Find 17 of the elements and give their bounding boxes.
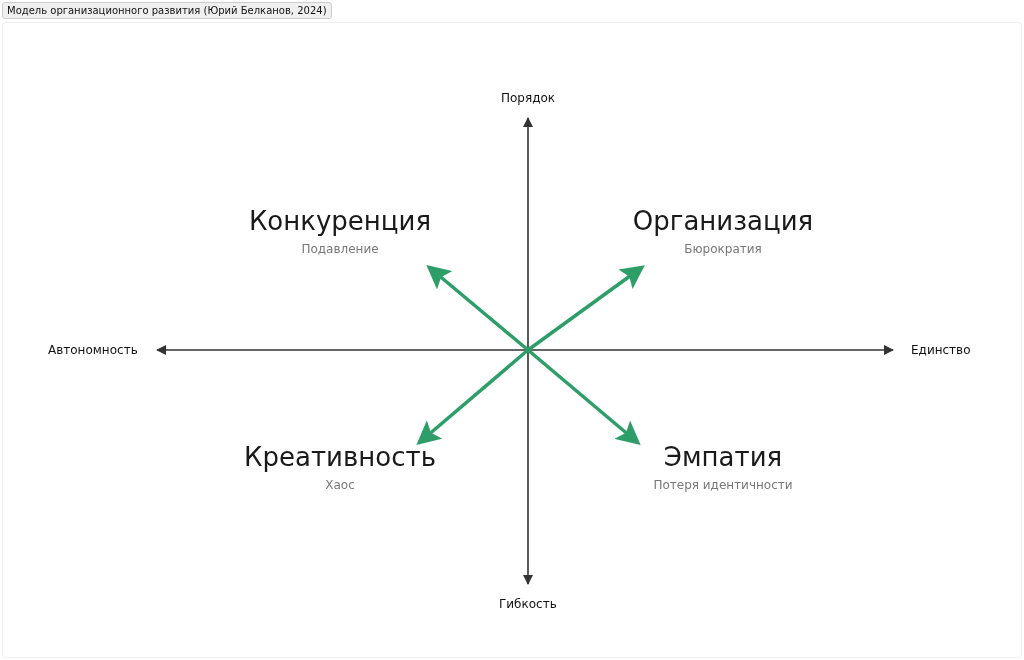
arrow (416, 348, 530, 446)
quadrant-title: Организация (632, 206, 814, 236)
quadrant-subtitle: Подавление (301, 242, 379, 256)
axis-label: Гибкость (499, 597, 557, 611)
title: Модель организационного развития (Юрий Белканов, 2024) (2, 2, 332, 19)
quadrant-title: Креативность (244, 442, 436, 472)
axis-label: Единство (911, 343, 971, 357)
quadrant-subtitle: Бюрократия (684, 242, 762, 256)
quadrant-title: Конкуренция (248, 206, 432, 236)
axis-label: Порядок (501, 91, 556, 105)
quadrant-title: Эмпатия (663, 442, 783, 472)
axis-label: Автономность (48, 343, 138, 357)
quadrant-subtitle: Хаос (325, 478, 355, 492)
arrow (426, 264, 530, 352)
quadrant-subtitle: Потеря идентичности (653, 478, 793, 492)
arrow (526, 265, 645, 352)
arrow (526, 348, 641, 446)
